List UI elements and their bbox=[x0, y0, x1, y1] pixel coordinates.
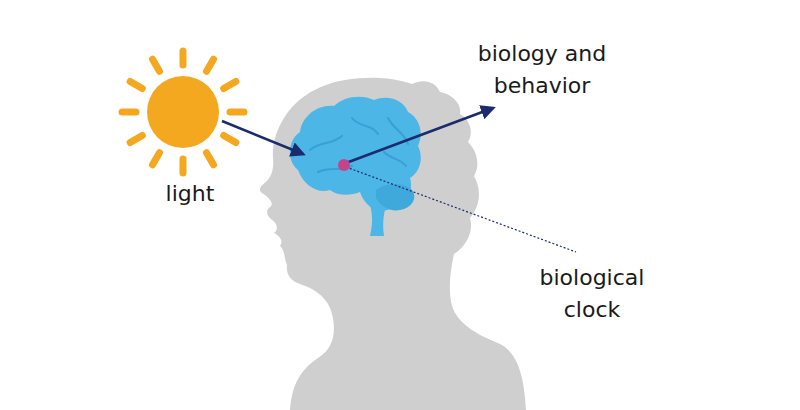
text-label: biological clock bbox=[522, 262, 662, 326]
text-label: light bbox=[135, 178, 245, 210]
sun-ray bbox=[153, 153, 160, 165]
output-arrow bbox=[346, 108, 493, 163]
sun-ray bbox=[180, 159, 187, 173]
leader-line bbox=[346, 167, 576, 252]
sun-ray bbox=[122, 109, 136, 116]
cerebellum bbox=[376, 184, 414, 210]
sun-disc bbox=[147, 76, 219, 148]
sun-ray bbox=[224, 136, 236, 143]
text-label: biology and behavior bbox=[457, 38, 627, 102]
sun-ray bbox=[207, 59, 214, 71]
sun-ray bbox=[130, 82, 142, 89]
light-arrow bbox=[222, 121, 303, 154]
sun-ray bbox=[224, 82, 236, 89]
clock-dot bbox=[338, 159, 350, 171]
sun-ray bbox=[207, 153, 214, 165]
sun-ray bbox=[130, 136, 142, 143]
brain bbox=[290, 97, 421, 211]
sun bbox=[122, 51, 244, 173]
sun-ray bbox=[180, 51, 187, 65]
head-silhouette bbox=[260, 78, 526, 410]
sun-ray bbox=[153, 59, 160, 71]
sun-ray bbox=[230, 109, 244, 116]
